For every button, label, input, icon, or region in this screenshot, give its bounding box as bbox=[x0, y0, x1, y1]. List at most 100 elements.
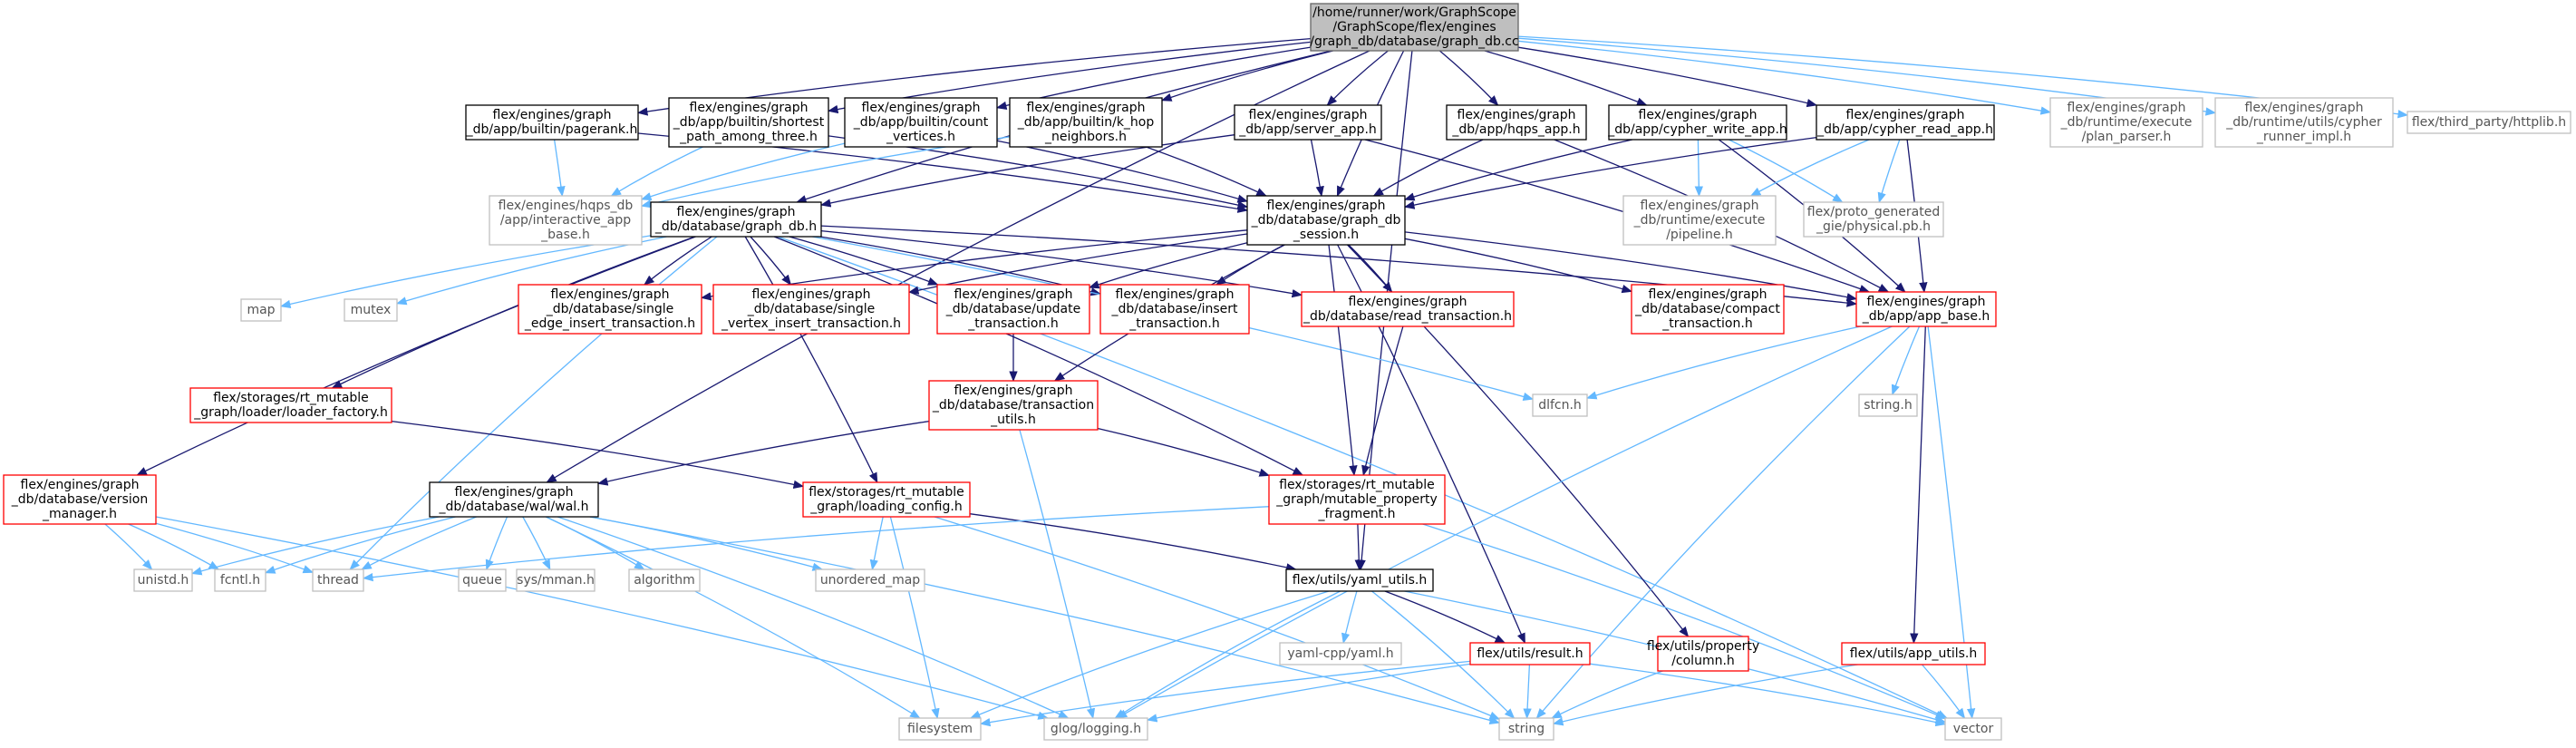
node-yaml-utils[interactable]: flex/utils/yaml_utils.h bbox=[1285, 568, 1434, 592]
node-label-line: flex/engines/graph bbox=[690, 101, 809, 115]
node-label-line: flex/engines/graph bbox=[455, 485, 574, 500]
node-wal[interactable]: flex/engines/graph_db/database/wal/wal.h bbox=[429, 481, 599, 518]
node-label-line: _db/app/app_base.h bbox=[1862, 309, 1990, 324]
node-box bbox=[1608, 104, 1787, 141]
node-box bbox=[1234, 104, 1382, 141]
node-loading-config[interactable]: flex/storages/rt_mutable_graph/loading_c… bbox=[802, 481, 971, 518]
node-unistd: unistd.h bbox=[133, 568, 193, 592]
node-cypher-runner: flex/engines/graph_db/runtime/utils/cyph… bbox=[2214, 97, 2394, 148]
node-label-line: flex/engines/graph bbox=[1027, 101, 1146, 115]
node-khop[interactable]: flex/engines/graph_db/app/builtin/k_hop_… bbox=[1009, 97, 1163, 148]
node-label-line: flex/engines/graph bbox=[1846, 108, 1965, 122]
edge-cypher_read-to-physical bbox=[1877, 139, 1901, 204]
edge-count-to-interactive_app bbox=[640, 142, 846, 201]
edge-session-to-mutable_fragment bbox=[1328, 244, 1358, 477]
edge-root-to-server_app bbox=[1326, 50, 1389, 106]
edge-wal-to-thread bbox=[361, 516, 477, 570]
node-label-line: map bbox=[247, 303, 275, 317]
node-label-line: flex/engines/graph bbox=[954, 384, 1073, 398]
edge-tx_utils-to-mutable_fragment bbox=[1097, 427, 1271, 477]
node-label-line: flex/storages/rt_mutable bbox=[213, 391, 369, 405]
node-box bbox=[2049, 97, 2203, 148]
node-single-vertex[interactable]: flex/engines/graph_db/database/single_ve… bbox=[712, 284, 910, 335]
node-glog: glog/logging.h bbox=[1043, 717, 1148, 741]
node-label-line: flex/utils/app_utils.h bbox=[1850, 646, 1977, 661]
node-app-base[interactable]: flex/engines/graph_db/app/app_base.h bbox=[1855, 291, 1997, 327]
edge-mutable_fragment-to-thread bbox=[362, 506, 1270, 582]
node-label-line: _vertices.h bbox=[886, 130, 955, 144]
node-column[interactable]: flex/utils/property/column.h bbox=[1647, 636, 1759, 672]
node-insert-tx[interactable]: flex/engines/graph_db/database/insert_tr… bbox=[1099, 284, 1250, 335]
node-box bbox=[1855, 291, 1997, 327]
node-label-line: flex/engines/graph bbox=[1249, 108, 1368, 122]
node-server-app[interactable]: flex/engines/graph_db/app/server_app.h bbox=[1234, 104, 1382, 141]
edge-wal-to-unordered_map bbox=[589, 516, 824, 571]
node-result[interactable]: flex/utils/result.h bbox=[1469, 642, 1591, 665]
edge-loading_config-to-string bbox=[934, 516, 1501, 720]
node-session[interactable]: flex/engines/graph_db/database/graph_db_… bbox=[1246, 195, 1406, 246]
node-string-h: string.h bbox=[1858, 393, 1918, 417]
edge-server_app-to-graph_db_h bbox=[819, 134, 1235, 208]
node-count[interactable]: flex/engines/graph_db/app/builtin/count_… bbox=[844, 97, 998, 148]
node-label-line: string bbox=[1508, 722, 1545, 736]
node-update-tx[interactable]: flex/engines/graph_db/database/update_tr… bbox=[936, 284, 1090, 335]
edge-yaml_utils-to-result bbox=[1384, 590, 1506, 644]
node-label-line: _transaction.h bbox=[967, 316, 1058, 331]
node-label-line: _path_among_three.h bbox=[679, 130, 818, 144]
edge-cypher_write-to-physical bbox=[1729, 139, 1844, 203]
node-label-line: _manager.h bbox=[42, 507, 117, 521]
node-box bbox=[802, 481, 971, 518]
edge-app_base-to-glog bbox=[1116, 325, 1893, 719]
node-mutable-fragment[interactable]: flex/storages/rt_mutable_graph/mutable_p… bbox=[1268, 474, 1446, 525]
node-label-line: flex/engines/graph bbox=[677, 205, 796, 219]
edge-graph_db_h-to-version_mgr bbox=[136, 236, 696, 476]
node-label-line: _db/database/wal/wal.h bbox=[439, 500, 589, 514]
node-version-mgr[interactable]: flex/engines/graph_db/database/version_m… bbox=[3, 474, 157, 525]
edge-wal-to-glog bbox=[557, 516, 1070, 719]
node-tx-utils[interactable]: flex/engines/graph_db/database/transacti… bbox=[928, 380, 1099, 431]
node-single-edge[interactable]: flex/engines/graph_db/database/single_ed… bbox=[518, 284, 702, 335]
edge-pagerank-to-interactive_app bbox=[553, 139, 566, 198]
node-app-utils[interactable]: flex/utils/app_utils.h bbox=[1841, 642, 1986, 665]
node-hqps-app[interactable]: flex/engines/graph_db/app/hqps_app.h bbox=[1446, 104, 1587, 141]
node-box bbox=[1009, 97, 1163, 148]
node-box bbox=[1268, 474, 1446, 525]
edge-loading_config-to-filesystem bbox=[889, 516, 940, 720]
node-loader-factory[interactable]: flex/storages/rt_mutable_graph/loader/lo… bbox=[189, 387, 392, 423]
node-label-line: flex/engines/graph bbox=[2245, 101, 2364, 115]
node-root[interactable]: /home/runner/work/GraphScope/GraphScope/… bbox=[1310, 3, 1519, 52]
node-box bbox=[465, 104, 639, 141]
node-box bbox=[1944, 717, 2002, 741]
node-box bbox=[1469, 642, 1591, 665]
node-label-line: _db/runtime/execute bbox=[2060, 115, 2193, 130]
node-label-line: flex/engines/hqps_db bbox=[499, 199, 634, 213]
node-label-line: _db/database/single bbox=[546, 302, 674, 316]
node-label-line: _graph/loading_config.h bbox=[809, 500, 962, 514]
node-box bbox=[898, 717, 982, 741]
edge-cypher_write-to-session bbox=[1403, 139, 1633, 201]
node-pagerank[interactable]: flex/engines/graph_db/app/builtin/pagera… bbox=[465, 104, 639, 141]
node-label-line: /home/runner/work/GraphScope bbox=[1312, 5, 1516, 20]
node-compact-tx[interactable]: flex/engines/graph_db/database/compact_t… bbox=[1631, 284, 1785, 335]
node-box bbox=[2407, 111, 2571, 134]
edge-server_app-to-session bbox=[1310, 139, 1324, 198]
node-label-line: flex/engines/graph bbox=[1649, 287, 1767, 302]
node-read-tx[interactable]: flex/engines/graph_db/database/read_tran… bbox=[1301, 291, 1515, 327]
node-box bbox=[1803, 201, 1944, 238]
edge-root-to-cypher_write bbox=[1484, 50, 1648, 106]
node-box bbox=[650, 201, 822, 238]
edge-version_mgr-to-fcntl bbox=[128, 523, 220, 570]
node-label-line: algorithm bbox=[634, 573, 695, 588]
edge-graph_db_h-to-single_edge bbox=[643, 236, 712, 286]
edge-session-to-compact_tx bbox=[1404, 238, 1633, 294]
edge-graph_db_h-to-update_tx bbox=[789, 236, 939, 286]
node-label-line: flex/engines/graph bbox=[1641, 199, 1759, 213]
edge-app_utils-to-string bbox=[1552, 664, 1858, 726]
node-cypher-write[interactable]: flex/engines/graph_db/app/cypher_write_a… bbox=[1607, 104, 1787, 141]
node-cypher-read[interactable]: flex/engines/graph_db/app/cypher_read_ap… bbox=[1816, 104, 1995, 141]
node-label-line: flex/engines/graph bbox=[954, 287, 1073, 302]
node-graph-db-h[interactable]: flex/engines/graph_db/database/graph_db.… bbox=[650, 201, 822, 238]
node-box bbox=[1279, 642, 1402, 665]
node-shortest[interactable]: flex/engines/graph_db/app/builtin/shorte… bbox=[668, 97, 829, 148]
